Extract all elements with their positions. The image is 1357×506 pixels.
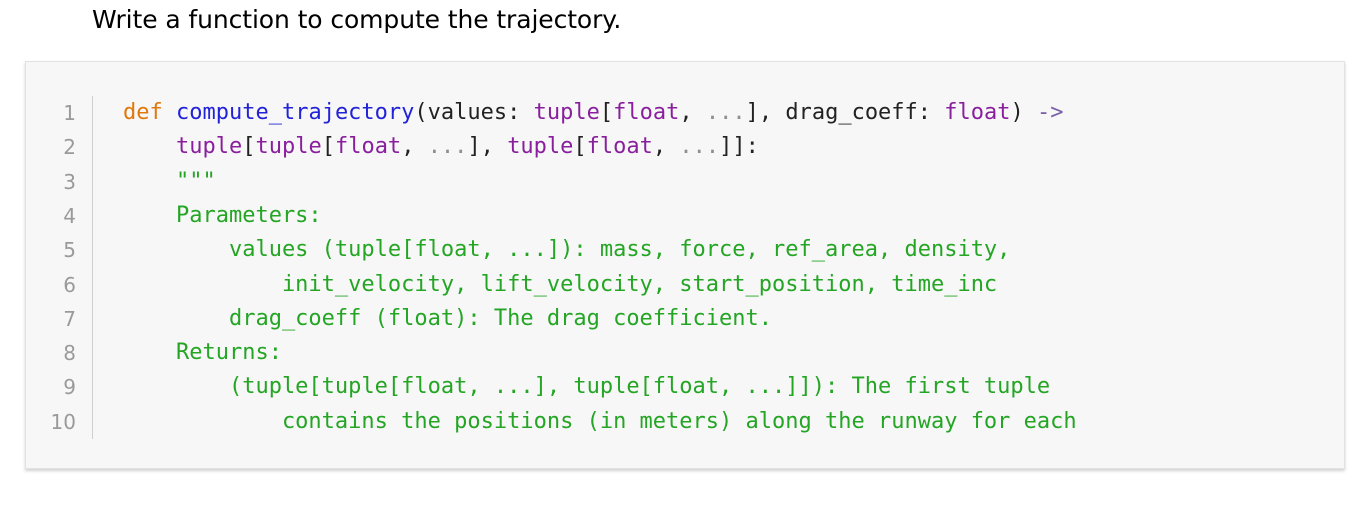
code-token-plain: ]]:	[719, 134, 759, 160]
code-line: drag_coeff (float): The drag coefficient…	[123, 302, 772, 336]
code-token-ellipsis: ...	[679, 134, 720, 160]
code-token-type: float	[944, 100, 1011, 125]
code-token-type: float	[334, 134, 402, 160]
code-token-plain: ,	[679, 100, 706, 125]
code-token-plain	[163, 100, 176, 125]
code-token-plain: [	[573, 134, 587, 160]
line-number-gutter: 1 2 3 4 5 6 7 8 9 10	[26, 96, 93, 439]
code-line: Parameters:	[123, 199, 322, 233]
code-token-plain	[123, 134, 176, 159]
instruction-text: Write a function to compute the trajecto…	[92, 5, 622, 34]
code-token-type: tuple	[175, 134, 243, 160]
code-token-plain: ,	[401, 134, 428, 160]
code-token-ellipsis: ...	[705, 100, 746, 125]
line-number: 2	[63, 135, 76, 160]
code-line: Returns:	[123, 336, 282, 370]
code-token-plain: ,	[652, 134, 680, 160]
code-line: """	[123, 165, 216, 199]
code-token-plain: [	[321, 134, 335, 160]
line-number: 4	[63, 203, 76, 228]
code-token-docstring: Returns:	[123, 340, 282, 366]
code-line: values (tuple[float, ...]): mass, force,…	[123, 233, 1010, 267]
code-token-ellipsis: ...	[427, 134, 468, 160]
code-token-docstring: Parameters:	[123, 202, 322, 228]
line-number: 10	[50, 409, 76, 434]
code-token-docstring: values (tuple[float, ...]): mass, force,…	[123, 237, 1011, 263]
code-token-plain: ],	[467, 134, 508, 160]
code-token-plain: [	[242, 134, 256, 160]
code-token-docstring: """	[123, 168, 216, 194]
code-token-type: tuple	[533, 100, 600, 125]
code-line: contains the positions (in meters) along…	[123, 405, 1077, 439]
line-number: 1	[63, 101, 76, 125]
code-token-function-name: compute_trajectory	[176, 100, 415, 125]
code-block: 1 2 3 4 5 6 7 8 9 10 def compute_trajectory(value…	[25, 61, 1345, 469]
line-number: 8	[63, 341, 76, 366]
code-token-plain: ], drag_coeff:	[745, 100, 945, 125]
code-token-type: tuple	[255, 134, 322, 160]
code-line: (tuple[tuple[float, ...], tuple[float, .…	[123, 370, 1050, 404]
code-token-arrow: ->	[1037, 100, 1064, 125]
code-line: tuple[tuple[float, ...], tuple[float, ..…	[123, 130, 759, 164]
code-token-docstring: contains the positions (in meters) along…	[123, 408, 1077, 434]
line-number: 3	[63, 169, 76, 194]
code-token-docstring: init_velocity, lift_velocity, start_posi…	[123, 271, 998, 297]
code-token-plain: [	[599, 100, 614, 125]
code-token-docstring: drag_coeff (float): The drag coefficient…	[123, 305, 773, 331]
code-token-type: float	[613, 100, 680, 125]
code-token-plain: )	[1010, 100, 1038, 125]
line-number: 7	[63, 306, 76, 331]
code-line: init_velocity, lift_velocity, start_posi…	[123, 268, 997, 302]
line-number: 6	[63, 272, 76, 297]
line-number: 5	[63, 238, 76, 263]
code-token-docstring: (tuple[tuple[float, ...], tuple[float, .…	[123, 374, 1051, 400]
code-token-type: float	[586, 134, 653, 160]
code-token-type: tuple	[507, 134, 574, 160]
code-token-plain: (values:	[414, 100, 534, 125]
line-number: 9	[63, 375, 76, 400]
code-line: def compute_trajectory(values: tuple[flo…	[123, 96, 1064, 130]
code-token-keyword: def	[123, 100, 163, 125]
